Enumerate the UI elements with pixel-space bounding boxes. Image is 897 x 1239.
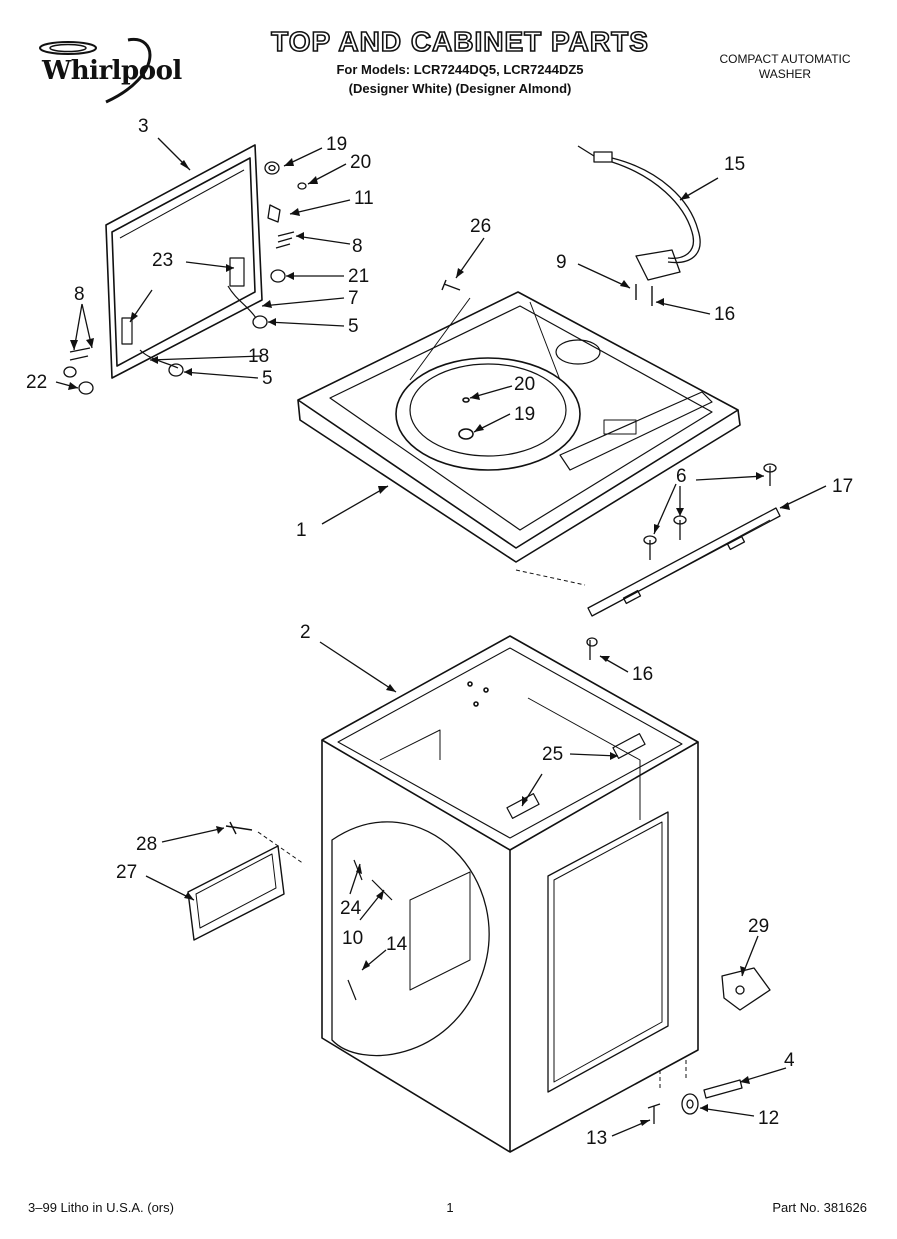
callout-8: 8: [352, 236, 363, 257]
callout-7: 7: [348, 288, 359, 309]
lower-hardware: [647, 967, 771, 1124]
callout-3: 3: [138, 116, 149, 137]
callout-8-left: 8: [74, 284, 85, 305]
callout-9: 9: [556, 252, 567, 273]
whirlpool-swirl-icon: [39, 37, 152, 104]
part-number: Part No. 381626: [772, 1200, 867, 1215]
screw-26: [441, 279, 461, 291]
page-number: 1: [446, 1200, 454, 1215]
callout-22: 22: [26, 372, 47, 393]
callout-12: 12: [758, 1108, 779, 1129]
top-panel: [297, 291, 741, 563]
machine-line-1: COMPACT AUTOMATIC: [719, 52, 851, 66]
machine-type: COMPACT AUTOMATIC WASHER: [690, 52, 880, 82]
machine-line-2: WASHER: [758, 67, 812, 81]
models-line: For Models: LCR7244DQ5, LCR7244DZ5: [336, 62, 584, 77]
callout-2: 2: [300, 622, 311, 643]
lid-switch-harness: [577, 145, 701, 306]
leader-lines: [55, 137, 827, 1137]
callout-13: 13: [586, 1128, 607, 1149]
finish-line: (Designer White) (Designer Almond): [348, 81, 572, 96]
callout-18: 18: [248, 346, 269, 367]
callout-6: 6: [676, 466, 687, 487]
whirlpool-logo: Whirlpool: [28, 36, 188, 106]
callout-14: 14: [386, 934, 408, 955]
callout-23: 23: [152, 250, 173, 271]
callout-11: 11: [354, 188, 374, 209]
callout-5: 5: [348, 316, 359, 337]
callout-19-top: 19: [514, 404, 535, 425]
callout-27: 27: [116, 862, 137, 883]
callout-numbers: 3 19 20 11 8 23 21 7 5 8 18 22 5 15 26 9…: [26, 116, 853, 1149]
model-info: For Models: LCR7244DQ5, LCR7244DZ5 (Desi…: [250, 60, 670, 98]
callout-28: 28: [136, 834, 157, 855]
callout-20: 20: [350, 152, 371, 173]
brand-name: Whirlpool: [42, 56, 182, 86]
callout-16-lower: 16: [632, 664, 653, 685]
service-panel: [187, 821, 305, 941]
callout-4: 4: [784, 1050, 795, 1071]
callout-1: 1: [296, 520, 307, 541]
callout-15: 15: [724, 154, 745, 175]
cabinet: [321, 635, 699, 1153]
page-title: TOP AND CABINET PARTS: [270, 25, 649, 58]
callout-10: 10: [342, 928, 363, 949]
callout-5-lower: 5: [262, 368, 273, 389]
callout-24: 24: [340, 898, 362, 919]
callout-19: 19: [326, 134, 347, 155]
hinge-assembly: [515, 463, 781, 660]
callout-25: 25: [542, 744, 563, 765]
lid-hardware: [63, 161, 307, 395]
callout-29: 29: [748, 916, 769, 937]
print-info: 3–99 Litho in U.S.A. (ors): [28, 1200, 174, 1215]
lid-assembly: [105, 144, 263, 379]
callout-17: 17: [832, 476, 853, 497]
callout-21: 21: [348, 266, 369, 287]
callout-16: 16: [714, 304, 735, 325]
callout-20-top: 20: [514, 374, 535, 395]
arrowheads: [68, 158, 790, 1126]
callout-26: 26: [470, 216, 491, 237]
